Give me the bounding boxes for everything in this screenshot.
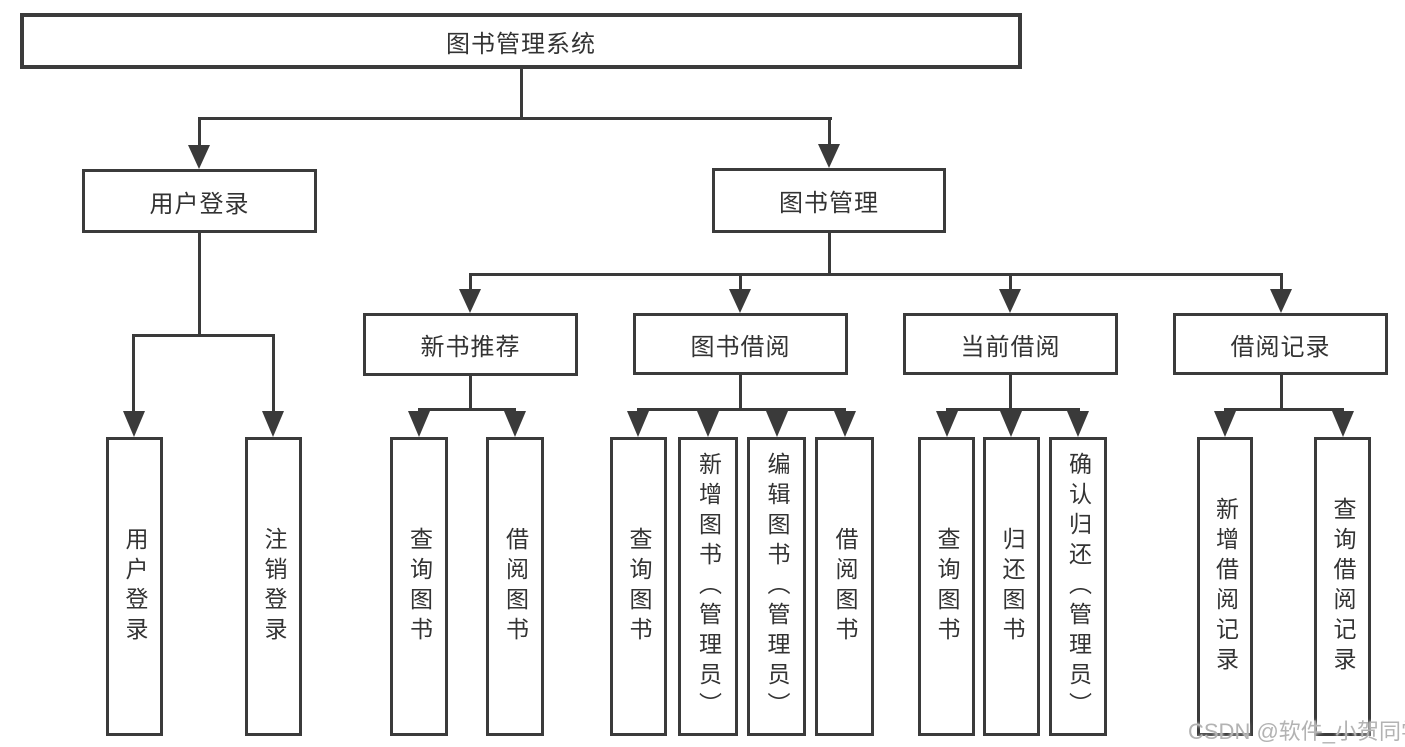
node-book-mgmt-label: 图书管理 (779, 190, 879, 217)
leaf-logout: 注销登录 (245, 437, 302, 736)
leaf-query-book-3: 查询图书 (918, 437, 975, 736)
node-new-book-rec: 新书推荐 (363, 313, 578, 376)
arrow-leaf-edit-book (766, 411, 788, 437)
leaf-borrow-book-2: 借阅图书 (815, 437, 874, 736)
leaf-edit-book: 编辑图书（管理员） (747, 437, 806, 736)
connector-level3-bar (469, 273, 1282, 276)
arrow-new-book (459, 289, 481, 313)
leaf-query-book-1: 查询图书 (390, 437, 448, 736)
leaf-query-book-2: 查询图书 (610, 437, 667, 736)
connector-current-borrow-children-bar (946, 408, 1080, 411)
arrow-leaf-return-book (1000, 411, 1022, 437)
node-current-borrow: 当前借阅 (903, 313, 1118, 375)
connector-current-borrow-down (1009, 375, 1012, 411)
node-current-borrow-label: 当前借阅 (960, 333, 1061, 361)
node-root: 图书管理系统 (20, 13, 1022, 69)
arrow-borrow-record (1270, 289, 1292, 313)
leaf-query-book-3-label: 查询图书 (934, 526, 960, 647)
connector-root-stem (520, 69, 523, 119)
node-borrow-record: 借阅记录 (1173, 313, 1388, 375)
node-root-label: 图书管理系统 (446, 30, 596, 58)
connector-book-borrow-stem (739, 273, 742, 292)
connector-current-borrow-stem (1009, 273, 1012, 292)
arrow-leaf-add-book (697, 411, 719, 437)
connector-new-book-down (469, 376, 472, 411)
leaf-confirm-return-label: 确认归还（管理员） (1065, 451, 1092, 722)
leaf-query-record-label: 查询借阅记录 (1330, 496, 1356, 677)
node-book-borrow: 图书借阅 (633, 313, 848, 375)
leaf-add-book-label: 新增图书（管理员） (695, 451, 722, 722)
connector-borrow-record-stem (1280, 273, 1283, 292)
leaf-user-login-label: 用户登录 (122, 526, 148, 647)
connector-book-mgmt-stem (828, 117, 831, 146)
leaf-add-record-label: 新增借阅记录 (1212, 496, 1239, 677)
leaf-return-book: 归还图书 (983, 437, 1040, 736)
connector-borrow-record-down (1280, 375, 1283, 411)
leaf-borrow-book-1-label: 借阅图书 (502, 526, 529, 647)
node-new-book-rec-label: 新书推荐 (420, 334, 521, 361)
connector-new-book-children-bar (418, 408, 516, 411)
arrow-leaf-borrow-book-2 (834, 411, 856, 437)
arrow-leaf-user-login (123, 411, 145, 437)
node-user-login: 用户登录 (82, 169, 317, 233)
arrow-leaf-add-record (1214, 411, 1236, 437)
arrow-leaf-borrow-book-1 (504, 411, 526, 437)
arrow-leaf-logout (262, 411, 284, 437)
leaf-return-book-label: 归还图书 (999, 526, 1025, 647)
leaf-user-login: 用户登录 (106, 437, 163, 736)
node-borrow-record-label: 借阅记录 (1230, 333, 1331, 361)
leaf-add-record: 新增借阅记录 (1197, 437, 1253, 736)
node-book-mgmt: 图书管理 (712, 168, 946, 233)
leaf-query-book-1-label: 查询图书 (406, 526, 433, 647)
arrow-leaf-query-book-2 (627, 411, 649, 437)
arrow-leaf-query-book-3 (936, 411, 958, 437)
connector-borrow-record-children-bar (1224, 408, 1344, 411)
leaf-add-book: 新增图书（管理员） (678, 437, 738, 736)
connector-user-login-stem (198, 117, 201, 147)
connector-leaf-logout-stem (272, 334, 275, 414)
connector-book-borrow-children-bar (637, 408, 846, 411)
node-book-borrow-label: 图书借阅 (690, 333, 791, 361)
leaf-query-book-2-label: 查询图书 (626, 526, 652, 647)
arrow-user-login (188, 145, 210, 169)
leaf-borrow-book-2-label: 借阅图书 (832, 526, 858, 647)
arrow-book-borrow (729, 289, 751, 313)
leaf-confirm-return: 确认归还（管理员） (1049, 437, 1107, 736)
watermark: CSDN @软件_小贺同学 (1188, 719, 1405, 744)
arrow-leaf-query-book-1 (408, 411, 430, 437)
connector-new-book-stem (469, 273, 472, 292)
leaf-logout-label: 注销登录 (261, 526, 287, 647)
arrow-book-mgmt (818, 144, 840, 168)
arrow-leaf-confirm-return (1067, 411, 1089, 437)
leaf-borrow-book-1: 借阅图书 (486, 437, 544, 736)
connector-user-login-children-bar (133, 334, 275, 337)
connector-book-mgmt-down (828, 233, 831, 276)
arrow-leaf-query-record (1332, 411, 1354, 437)
leaf-edit-book-label: 编辑图书（管理员） (764, 451, 790, 722)
leaf-query-record: 查询借阅记录 (1314, 437, 1371, 736)
arrow-current-borrow (999, 289, 1021, 313)
connector-book-borrow-down (739, 375, 742, 411)
connector-level2-bar (198, 117, 832, 120)
connector-user-login-down (198, 233, 201, 337)
connector-leaf-user-login-stem (132, 334, 135, 414)
node-user-login-label: 用户登录 (149, 190, 250, 218)
